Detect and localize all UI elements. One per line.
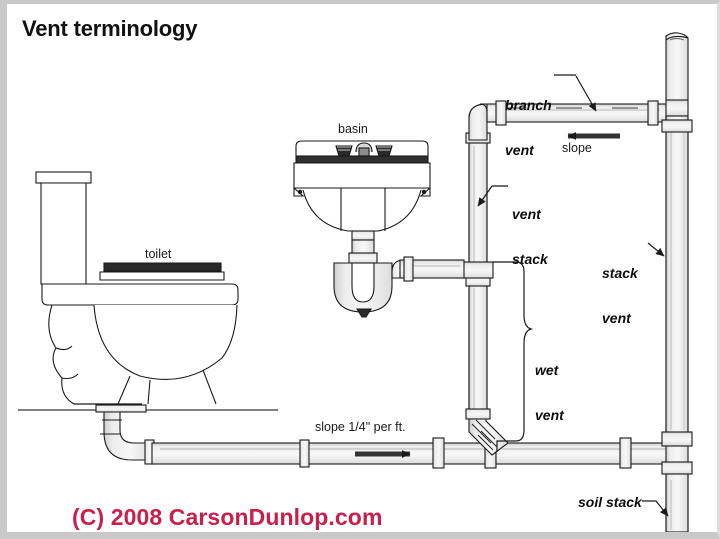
- soil-stack-and-stack-vent-pipe: [661, 32, 693, 533]
- slope-bottom-label: slope 1/4" per ft.: [315, 420, 406, 434]
- leader-stack-vent: [647, 242, 665, 257]
- wet-vent-label-line2: vent: [535, 407, 564, 423]
- slope-top-label: slope: [562, 141, 592, 155]
- leader-lines: [477, 74, 669, 517]
- leader-soil-stack: [642, 500, 669, 517]
- branch-vent-label-line1: branch: [505, 97, 552, 113]
- closet-bend-pipe: [100, 411, 155, 465]
- vent-stack-label-line1: vent: [512, 206, 541, 222]
- wet-vent-label: wet vent: [535, 333, 564, 453]
- leader-vent-stack: [477, 185, 508, 207]
- stack-vent-label-line1: stack: [602, 265, 638, 281]
- vent-stack-label: vent stack: [512, 177, 548, 297]
- wet-vent-label-line1: wet: [535, 362, 559, 378]
- page-title: Vent terminology: [22, 16, 198, 41]
- soil-stack-label: soil stack: [578, 494, 642, 510]
- basin-p-trap: [333, 230, 465, 318]
- wet-vent-brace: [493, 261, 534, 452]
- vent-stack-label-line2: stack: [512, 251, 548, 267]
- toilet-fixture: [18, 171, 278, 413]
- wet-vent-pipe: [465, 275, 509, 456]
- basin-fixture: [293, 140, 431, 232]
- stack-vent-label: stack vent: [602, 236, 638, 356]
- branch-vent-label: branch vent: [505, 68, 552, 188]
- vent-stack-pipe: [462, 103, 494, 279]
- horizontal-drain-pipe: [151, 437, 682, 469]
- branch-vent-label-line2: vent: [505, 142, 534, 158]
- copyright-notice: (C) 2008 CarsonDunlop.com: [72, 504, 383, 530]
- branch-vent-pipe: [479, 100, 667, 140]
- toilet-label: toilet: [145, 247, 172, 261]
- basin-label: basin: [338, 122, 368, 136]
- stack-vent-label-line2: vent: [602, 310, 631, 326]
